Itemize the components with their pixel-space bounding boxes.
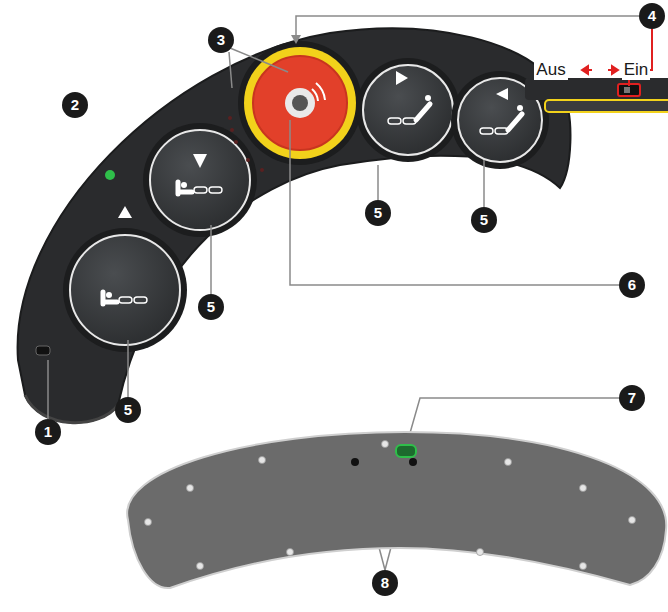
leader-lines [229, 52, 232, 88]
stop-button [312, 83, 325, 101]
button [118, 206, 132, 218]
button [193, 154, 207, 168]
callout-number: 4 [639, 3, 665, 29]
button [143, 123, 257, 237]
leader-lines [377, 165, 379, 200]
button [63, 228, 187, 352]
leader-lines [210, 225, 212, 294]
callout-number: 8 [372, 570, 398, 596]
screw [629, 517, 636, 524]
leader-lines [47, 360, 49, 419]
side-view [624, 87, 630, 93]
button [388, 95, 431, 124]
bottom-view [127, 432, 666, 588]
switch-label: Aus [534, 60, 567, 80]
button [356, 58, 460, 162]
button [143, 123, 257, 237]
mount-hole [351, 458, 359, 466]
button [63, 206, 187, 352]
housing [18, 28, 571, 422]
screw [187, 485, 194, 492]
button [356, 58, 460, 162]
leader-lines [483, 160, 485, 207]
callout-number: 5 [198, 294, 224, 320]
slide-switch [396, 445, 416, 457]
callout-number: 6 [619, 272, 645, 298]
callout-number: 2 [62, 92, 88, 118]
stop-button [244, 47, 356, 159]
button [363, 65, 453, 155]
side-view [608, 66, 618, 74]
button [150, 130, 250, 230]
leader-arrow [291, 35, 301, 44]
leader-lines [127, 340, 129, 397]
screw [477, 549, 484, 556]
button [70, 235, 180, 345]
callout-number: 5 [115, 397, 141, 423]
button [103, 292, 147, 304]
housing-edge [25, 395, 118, 423]
stop-button [253, 56, 347, 150]
screw [287, 549, 294, 556]
leader-lines [296, 16, 639, 38]
status-led [105, 170, 115, 180]
indicator-leds [228, 116, 232, 120]
button [496, 88, 508, 100]
callout-number: 3 [208, 27, 234, 53]
screw [580, 563, 587, 570]
indicator-leds [228, 116, 264, 172]
callout-number: 5 [471, 207, 497, 233]
screw [382, 441, 389, 448]
callout-number: 7 [619, 385, 645, 411]
screw [259, 457, 266, 464]
callout-number: 1 [35, 419, 61, 445]
mount-hole [409, 458, 417, 466]
indicator-leds [260, 168, 264, 172]
button [480, 105, 523, 134]
screw [580, 485, 587, 492]
indicator-leds [246, 158, 250, 162]
callout-number: 5 [365, 200, 391, 226]
switch-label: Ein [622, 60, 651, 80]
leader-lines [290, 120, 619, 285]
stop-button [285, 88, 315, 118]
button [178, 182, 222, 194]
bottom-housing [127, 432, 666, 588]
stop-button [292, 95, 308, 111]
side-view [582, 66, 592, 74]
screws [145, 441, 636, 570]
usb-port [36, 346, 50, 355]
screw [505, 459, 512, 466]
screw [145, 519, 152, 526]
side-view [525, 78, 668, 100]
side-view [545, 100, 668, 112]
button [396, 71, 408, 85]
indicator-leds [234, 140, 238, 144]
indicator-leds [230, 128, 234, 132]
leader-lines [230, 48, 288, 72]
screw [197, 563, 204, 570]
